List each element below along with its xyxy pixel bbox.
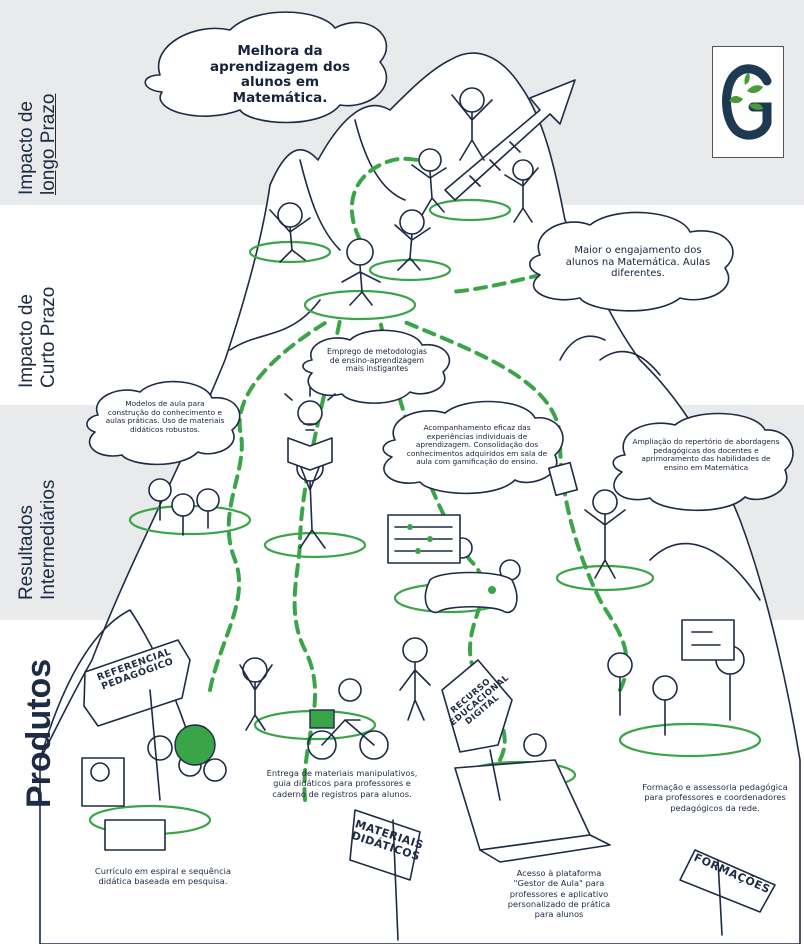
abacus-icon [387,514,461,564]
sign-materiais [349,809,421,941]
cloud-monitoring-text: Acompanhamento eficaz das experiências i… [406,423,548,467]
caption-curriculo: Currículo em espiral e sequência didátic… [94,866,232,887]
caption-entrega: Entrega de materiais manipulativos, guia… [266,768,418,799]
game-controller-icon [424,571,518,614]
label-products-line1: Produtos [20,658,58,808]
label-short-term-line2: Curto Prazo [38,286,59,388]
cloud-repertoire-text: Ampliação do repertório de abordagens pe… [632,437,780,472]
label-short-term-line1: Impacto de [16,294,37,388]
green-path-far-right [398,318,629,692]
green-path-left [208,318,332,692]
mountain [39,52,801,944]
book-icon [287,437,333,471]
sign-referencial [83,639,191,801]
logo-icon [712,46,784,158]
green-path-upper [349,156,422,242]
caption-acesso: Acesso à plataforma "Gestor de Aula" par… [507,868,611,920]
label-long-term-line2: longo Prazo [38,93,59,195]
cloud-long-term [144,11,388,124]
green-path-return [448,268,562,294]
whiteboard-icon [681,619,735,661]
cloud-class-models-text: Modelos de aula para construção do conhe… [105,399,225,434]
cloud-short-term [529,211,734,312]
cloud-short-term-text: Maior o engajamento dos alunos na Matemá… [565,245,711,279]
label-intermediate-line2: Intermediários [38,479,59,600]
bicycle-icon [307,709,389,760]
cloud-methodologies [302,329,451,404]
student-figures [147,87,745,782]
tablet-icon [547,461,579,497]
label-long-term-line1: Impacto de [16,101,37,195]
laptop-icon [454,759,611,863]
cloud-repertoire [612,412,794,512]
cloud-methodologies-text: Emprego de metodologias de ensino-aprend… [327,347,427,374]
label-intermediate-line1: Resultados [16,504,37,600]
lightbulb-icon [284,387,336,431]
globe-icon [174,724,216,766]
arrow-up-icon [444,79,576,201]
caption-formacao: Formação e assessoria pedagógica para pr… [642,782,788,813]
easel-icon [81,757,166,851]
sign-formacoes [679,849,776,936]
cloud-class-models [86,380,241,466]
cloud-long-term-text: Melhora da aprendizagem dos alunos em Ma… [209,43,351,106]
sign-recurso [441,659,513,801]
